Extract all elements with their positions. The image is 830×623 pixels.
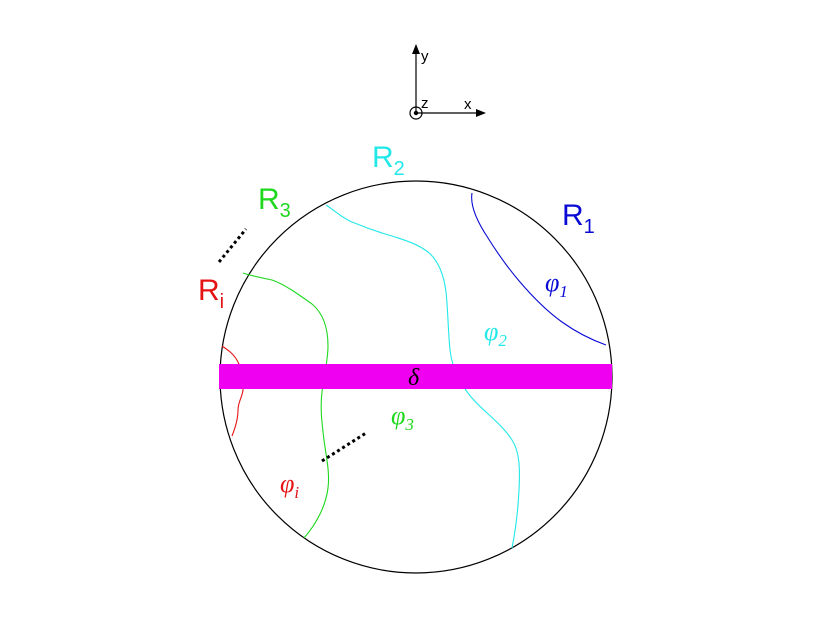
phase-phi1-sub: 1 <box>559 282 568 301</box>
delta-symbol: δ <box>408 365 420 391</box>
phase-label-phii: φi <box>280 469 299 502</box>
region-r3-sub: 3 <box>280 200 291 222</box>
phase-phi1-symbol: φ <box>545 268 559 297</box>
phase-label-phi3: φ3 <box>391 401 414 434</box>
z-axis-label: z <box>421 95 429 112</box>
boundary-ri <box>221 345 244 437</box>
region-ri-letter: R <box>198 274 220 307</box>
y-axis-label: y <box>421 48 429 65</box>
ellipsis-lower <box>321 431 367 463</box>
region-r2-letter: R <box>372 141 394 174</box>
x-axis-arrowhead <box>476 109 486 117</box>
region-r1-sub: 1 <box>584 216 595 238</box>
phase-phii-sub: i <box>294 483 299 502</box>
region-label-ri: Ri <box>198 274 224 313</box>
delta-band <box>219 364 612 389</box>
region-label-r1: R1 <box>562 199 595 238</box>
region-label-r3: R3 <box>258 183 291 222</box>
phase-phi3-symbol: φ <box>391 401 405 430</box>
region-r2-sub: 2 <box>394 158 405 180</box>
y-axis-arrowhead <box>412 44 420 54</box>
boundary-r1 <box>471 192 607 346</box>
region-ri-sub: i <box>220 291 224 313</box>
region-r1-letter: R <box>562 199 584 232</box>
ellipsis-upper <box>217 228 248 263</box>
z-axis-out-of-plane-icon <box>409 106 423 120</box>
phase-label-phi2: φ2 <box>484 317 507 350</box>
x-axis-label: x <box>464 96 472 113</box>
phase-phi2-sub: 2 <box>498 331 507 350</box>
z-axis-dot <box>413 110 419 116</box>
region-label-r2: R2 <box>372 141 405 180</box>
boundary-r3 <box>242 272 330 539</box>
region-r3-letter: R <box>258 183 280 216</box>
phase-phi2-symbol: φ <box>484 317 498 346</box>
phase-phi3-sub: 3 <box>404 415 414 434</box>
phase-phii-symbol: φ <box>280 469 294 498</box>
boundary-r2 <box>325 204 521 549</box>
phase-label-phi1: φ1 <box>545 268 568 301</box>
coordinate-axes: y z x <box>409 44 486 120</box>
